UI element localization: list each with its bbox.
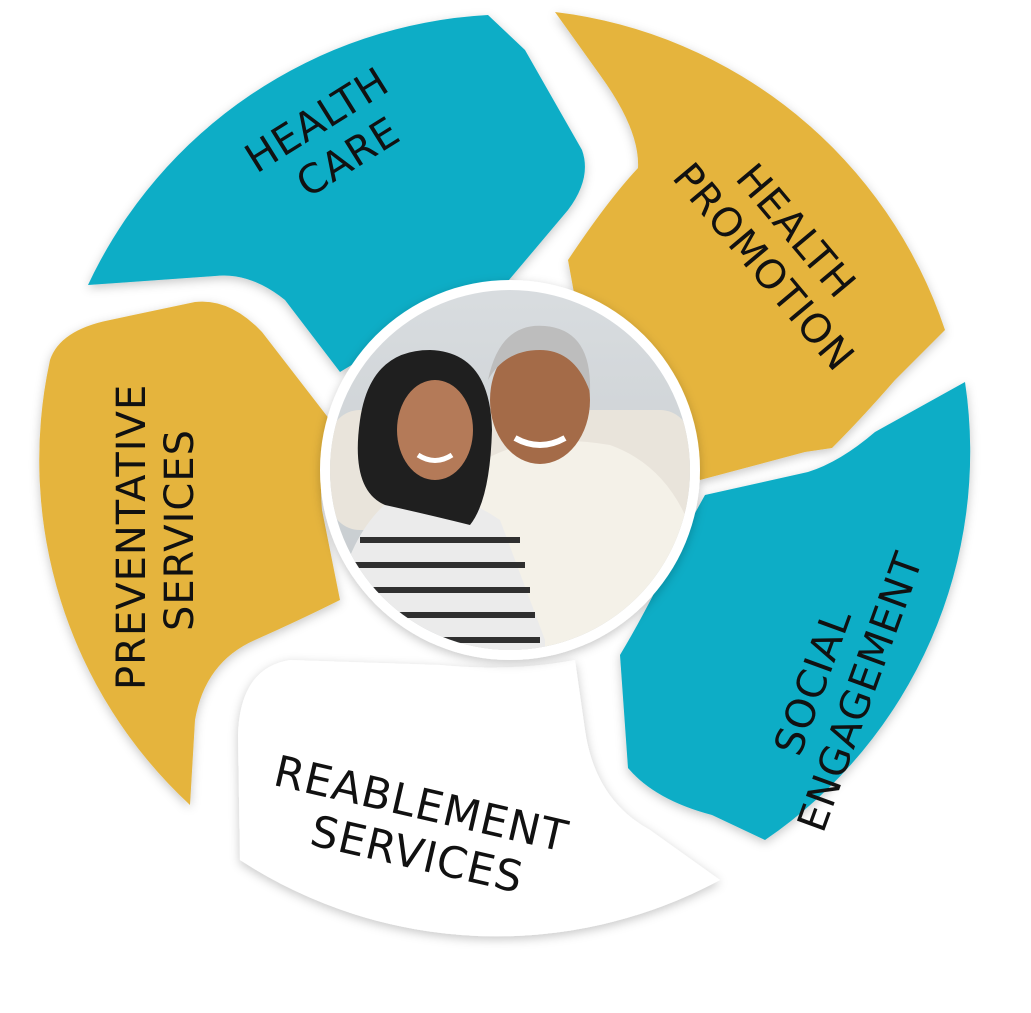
social-engagement-segment [620,382,971,840]
preventative-services-label: PREVENTATIVE SERVICES [109,370,203,690]
center-photo [330,290,690,650]
reablement-services-segment [238,660,720,937]
health-care-segment [88,15,585,372]
preventative-services-segment [39,301,340,805]
